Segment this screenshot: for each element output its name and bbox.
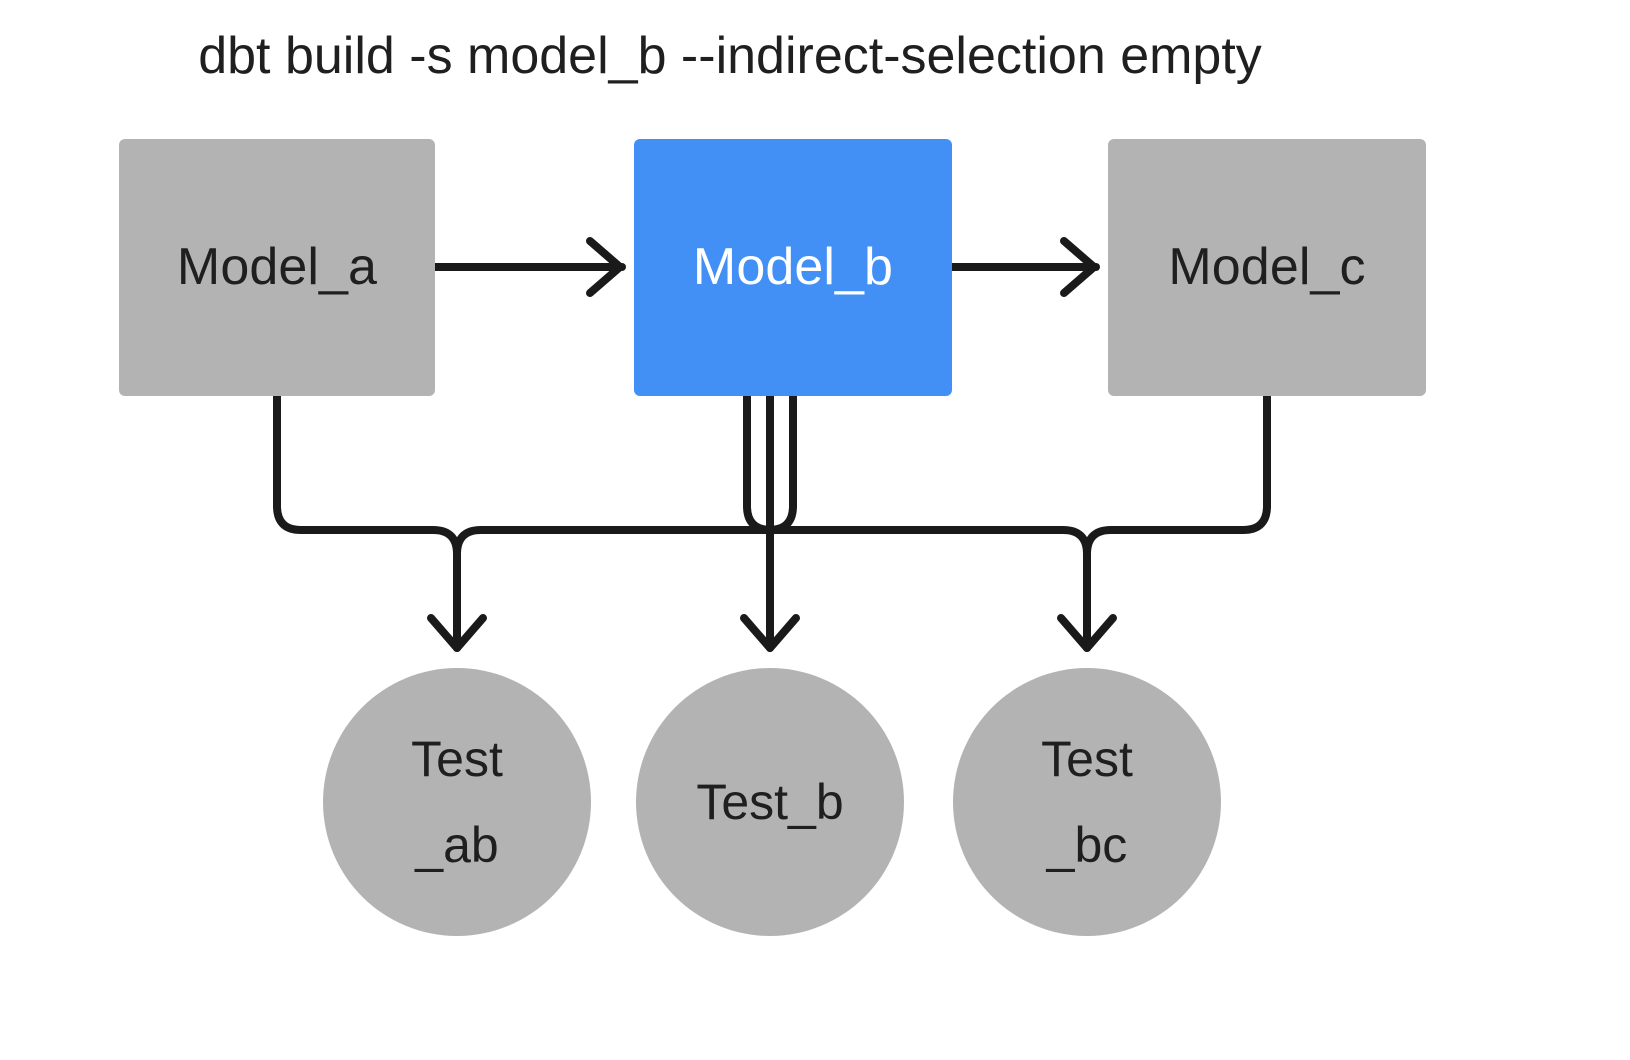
- node-test-bc-label: Test _bc: [1041, 731, 1133, 873]
- edge-model-c-to-test-bc: [1057, 392, 1271, 652]
- node-test-bc[interactable]: Test _bc: [953, 668, 1221, 936]
- edge-model-b-to-test-bc: [743, 392, 1091, 558]
- node-test-b[interactable]: Test_b: [636, 668, 904, 936]
- edge-model-a-to-model-b: [431, 237, 626, 297]
- node-model-a[interactable]: Model_a: [119, 139, 435, 396]
- node-model-a-label: Model_a: [176, 238, 378, 297]
- node-model-c[interactable]: Model_c: [1108, 139, 1426, 396]
- edge-model-a-to-test-ab: [273, 392, 487, 652]
- node-test-b-label: Test_b: [696, 774, 844, 830]
- diagram-title: dbt build -s model_b --indirect-selectio…: [198, 27, 1262, 85]
- node-model-b[interactable]: Model_b: [634, 139, 952, 396]
- node-model-b-label: Model_b: [692, 238, 894, 297]
- edge-model-b-to-test-b: [740, 392, 800, 652]
- node-test-ab-label: Test _ab: [411, 731, 503, 873]
- edge-model-b-to-test-ab: [453, 392, 797, 558]
- edge-model-b-to-model-c: [948, 237, 1100, 297]
- node-model-c-label: Model_c: [1168, 238, 1366, 297]
- node-test-ab[interactable]: Test _ab: [323, 668, 591, 936]
